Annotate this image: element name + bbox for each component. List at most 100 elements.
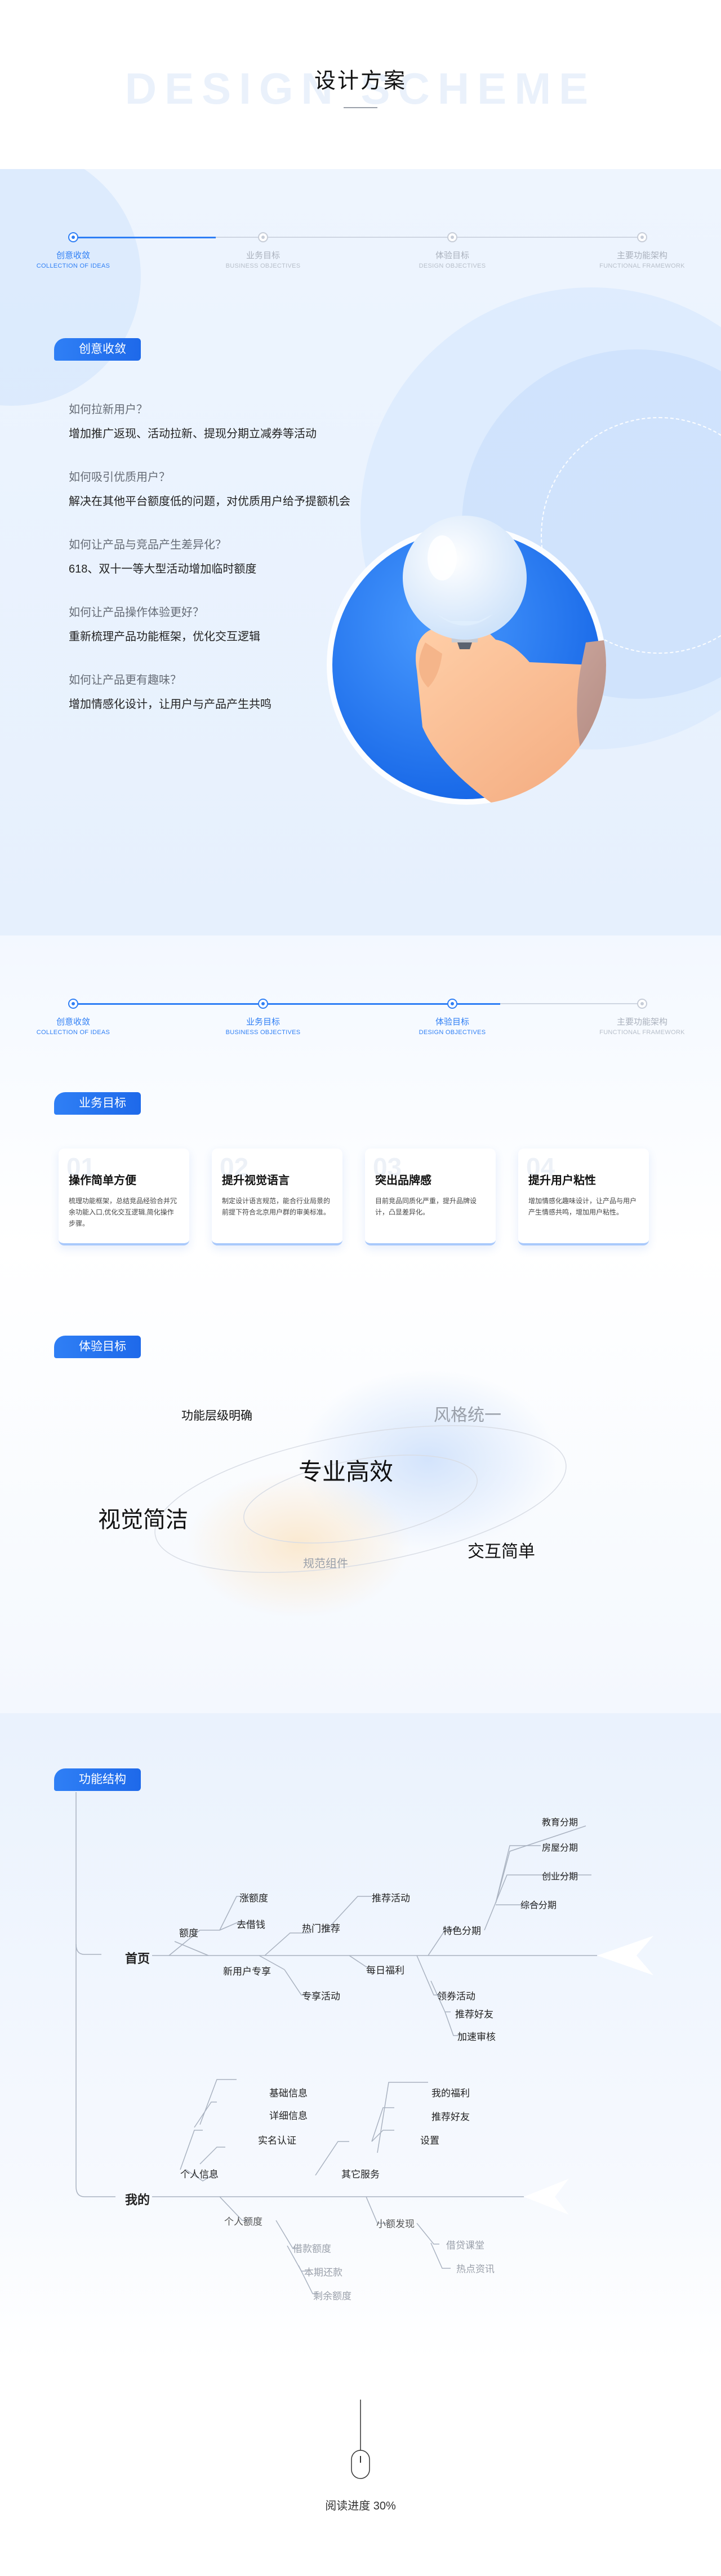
step-ideas[interactable]: 创意收敛 COLLECTION OF IDEAS	[11, 999, 135, 1036]
step-framework[interactable]: 主要功能架构 FUNCTIONAL FRAMEWORK	[580, 232, 704, 269]
tree-node: 其它服务	[341, 2169, 380, 2180]
idea-item: 如何让产品操作体验更好？ 重新梳理产品功能框架，优化交互逻辑	[69, 603, 260, 644]
mouse-scroll-icon[interactable]	[345, 2400, 376, 2488]
tree-node: 本期还款	[304, 2267, 342, 2278]
tree-node: 详细信息	[269, 2111, 308, 2121]
tree-node: 借贷课堂	[446, 2240, 484, 2251]
tree-node: 创业分期	[542, 1872, 578, 1882]
step-ideas[interactable]: 创意收敛 COLLECTION OF IDEAS	[11, 232, 135, 269]
ghost-title: DESIGN SCHEME	[124, 64, 597, 113]
structure-section: 功能结构	[0, 1713, 721, 2576]
goal-word: 功能层级明确	[181, 1409, 252, 1422]
tree-node: 借款额度	[293, 2244, 331, 2254]
card-description: 目前竞品同质化严重，提升品牌设计，凸显差异化。	[375, 1197, 477, 1216]
business-card: 02 提升视觉语言 制定设计语言规范，能合行业局景的前提下符合北京用户群的审美标…	[212, 1149, 342, 1245]
goal-word: 风格统一	[434, 1406, 501, 1425]
business-card: 01 操作简单方便 梳理功能框架，总结竞品经验合并冗余功能入口,优化交互逻辑,简…	[59, 1149, 189, 1245]
title-divider	[344, 107, 377, 108]
page-header: DESIGN SCHEME 设计方案	[0, 0, 721, 169]
step-dot	[447, 999, 457, 1009]
tree-node: 专享活动	[302, 1991, 340, 2002]
tree-node: 个人额度	[224, 2216, 262, 2227]
tree-node: 推荐好友	[455, 2009, 493, 2020]
idea-answer: 增加推广返现、活动拉新、提现分期立减券等活动	[69, 428, 317, 440]
step-label: 体验目标	[435, 251, 469, 260]
idea-answer: 重新梳理产品功能框架，优化交互逻辑	[69, 631, 260, 643]
idea-answer: 618、双十一等大型活动增加临时额度	[69, 563, 257, 575]
card-title: 提升用户粘性	[528, 1174, 596, 1187]
step-business[interactable]: 业务目标 BUSINESS OBJECTIVES	[201, 999, 325, 1036]
tree-node: 剩余额度	[313, 2291, 351, 2302]
step-framework[interactable]: 主要功能架构 FUNCTIONAL FRAMEWORK	[580, 999, 704, 1036]
step-sublabel: BUSINESS OBJECTIVES	[225, 1029, 301, 1036]
step-label: 创意收敛	[56, 251, 90, 260]
card-number: 03	[373, 1152, 402, 1182]
idea-item: 如何让产品更有趣味？ 增加情感化设计，让用户与产品产生共鸣	[69, 671, 272, 711]
section-tag-structure: 功能结构	[54, 1768, 141, 1791]
idea-question: 如何拉新用户？	[69, 404, 148, 416]
card-number: 02	[220, 1152, 249, 1182]
step-dot	[447, 232, 457, 242]
step-label: 业务目标	[246, 251, 280, 260]
step-experience[interactable]: 体验目标 DESIGN OBJECTIVES	[390, 232, 514, 269]
tree-node: 新用户专享	[223, 1966, 271, 1977]
ideas-section: 创意收敛 COLLECTION OF IDEAS 业务目标 BUSINESS O…	[0, 169, 721, 935]
step-label: 创意收敛	[56, 1017, 90, 1027]
step-dot	[637, 999, 647, 1009]
tree-node: 个人信息	[180, 2169, 219, 2180]
step-label: 主要功能架构	[616, 251, 667, 260]
tree-node: 加速审核	[457, 2032, 496, 2042]
tree-node: 设置	[420, 2135, 439, 2146]
card-number: 01	[66, 1152, 96, 1182]
tree-node: 涨额度	[239, 1893, 268, 1904]
step-sublabel: FUNCTIONAL FRAMEWORK	[599, 1029, 685, 1036]
tree-node: 房屋分期	[542, 1843, 578, 1853]
tree-node: 综合分期	[520, 1901, 557, 1910]
step-label: 主要功能架构	[616, 1017, 667, 1027]
progress-stepper: 创意收敛 COLLECTION OF IDEAS 业务目标 BUSINESS O…	[0, 987, 721, 1055]
idea-question: 如何让产品与竞品产生差异化？	[69, 539, 226, 551]
idea-item: 如何让产品与竞品产生差异化？ 618、双十一等大型活动增加临时额度	[69, 535, 256, 576]
idea-question: 如何让产品操作体验更好？	[69, 606, 204, 619]
step-label: 体验目标	[435, 1017, 469, 1027]
card-description: 制定设计语言规范，能合行业局景的前提下符合北京用户群的审美标准。	[222, 1197, 331, 1216]
tree-node-mine: 我的	[125, 2193, 150, 2207]
step-business[interactable]: 业务目标 BUSINESS OBJECTIVES	[201, 232, 325, 269]
tree-node: 推荐活动	[372, 1893, 410, 1904]
step-sublabel: COLLECTION OF IDEAS	[36, 263, 110, 269]
tree-node: 每日福利	[366, 1965, 404, 1976]
stepper-progress	[73, 237, 216, 238]
tree-node: 基础信息	[269, 2088, 308, 2099]
tree-node: 额度	[179, 1928, 198, 1939]
page-title: 设计方案	[314, 69, 407, 93]
step-dot	[258, 232, 268, 242]
structure-lines	[75, 1792, 653, 2294]
card-description: 增加情感化趣味设计，让产品与用户产生情感共鸣，增加用户粘性。	[528, 1197, 637, 1216]
step-label: 业务目标	[246, 1017, 280, 1027]
tree-node: 热点资讯	[456, 2264, 495, 2274]
stepper-track	[73, 237, 642, 238]
idea-question: 如何让产品更有趣味？	[69, 674, 181, 686]
tree-node: 领券活动	[437, 1991, 475, 2002]
step-dot	[68, 232, 78, 242]
goal-word: 视觉简洁	[98, 1508, 188, 1532]
tree-node: 特色分期	[443, 1926, 481, 1936]
step-sublabel: COLLECTION OF IDEAS	[36, 1029, 110, 1036]
tree-node: 小额发现	[376, 2219, 415, 2229]
step-sublabel: DESIGN OBJECTIVES	[419, 1029, 486, 1036]
reading-progress-label: 阅读进度 30%	[325, 2500, 396, 2512]
progress-stepper: 创意收敛 COLLECTION OF IDEAS 业务目标 BUSINESS O…	[0, 221, 721, 289]
goals-section: 创意收敛 COLLECTION OF IDEAS 业务目标 BUSINESS O…	[0, 935, 721, 1713]
step-sublabel: FUNCTIONAL FRAMEWORK	[599, 263, 685, 269]
business-card: 03 突出品牌感 目前竞品同质化严重，提升品牌设计，凸显差异化。	[365, 1149, 496, 1245]
goal-word: 规范组件	[303, 1558, 348, 1570]
idea-answer: 增加情感化设计，让用户与产品产生共鸣	[69, 698, 272, 711]
step-dot	[258, 999, 268, 1009]
card-title: 突出品牌感	[375, 1174, 431, 1187]
step-experience[interactable]: 体验目标 DESIGN OBJECTIVES	[390, 999, 514, 1036]
idea-item: 如何拉新用户？ 增加推广返现、活动拉新、提现分期立减券等活动	[69, 400, 317, 441]
section-tag-business: 业务目标	[54, 1092, 141, 1115]
experience-ellipses	[154, 1369, 567, 1617]
step-sublabel: DESIGN OBJECTIVES	[419, 263, 486, 269]
tree-node: 实名认证	[258, 2135, 296, 2146]
